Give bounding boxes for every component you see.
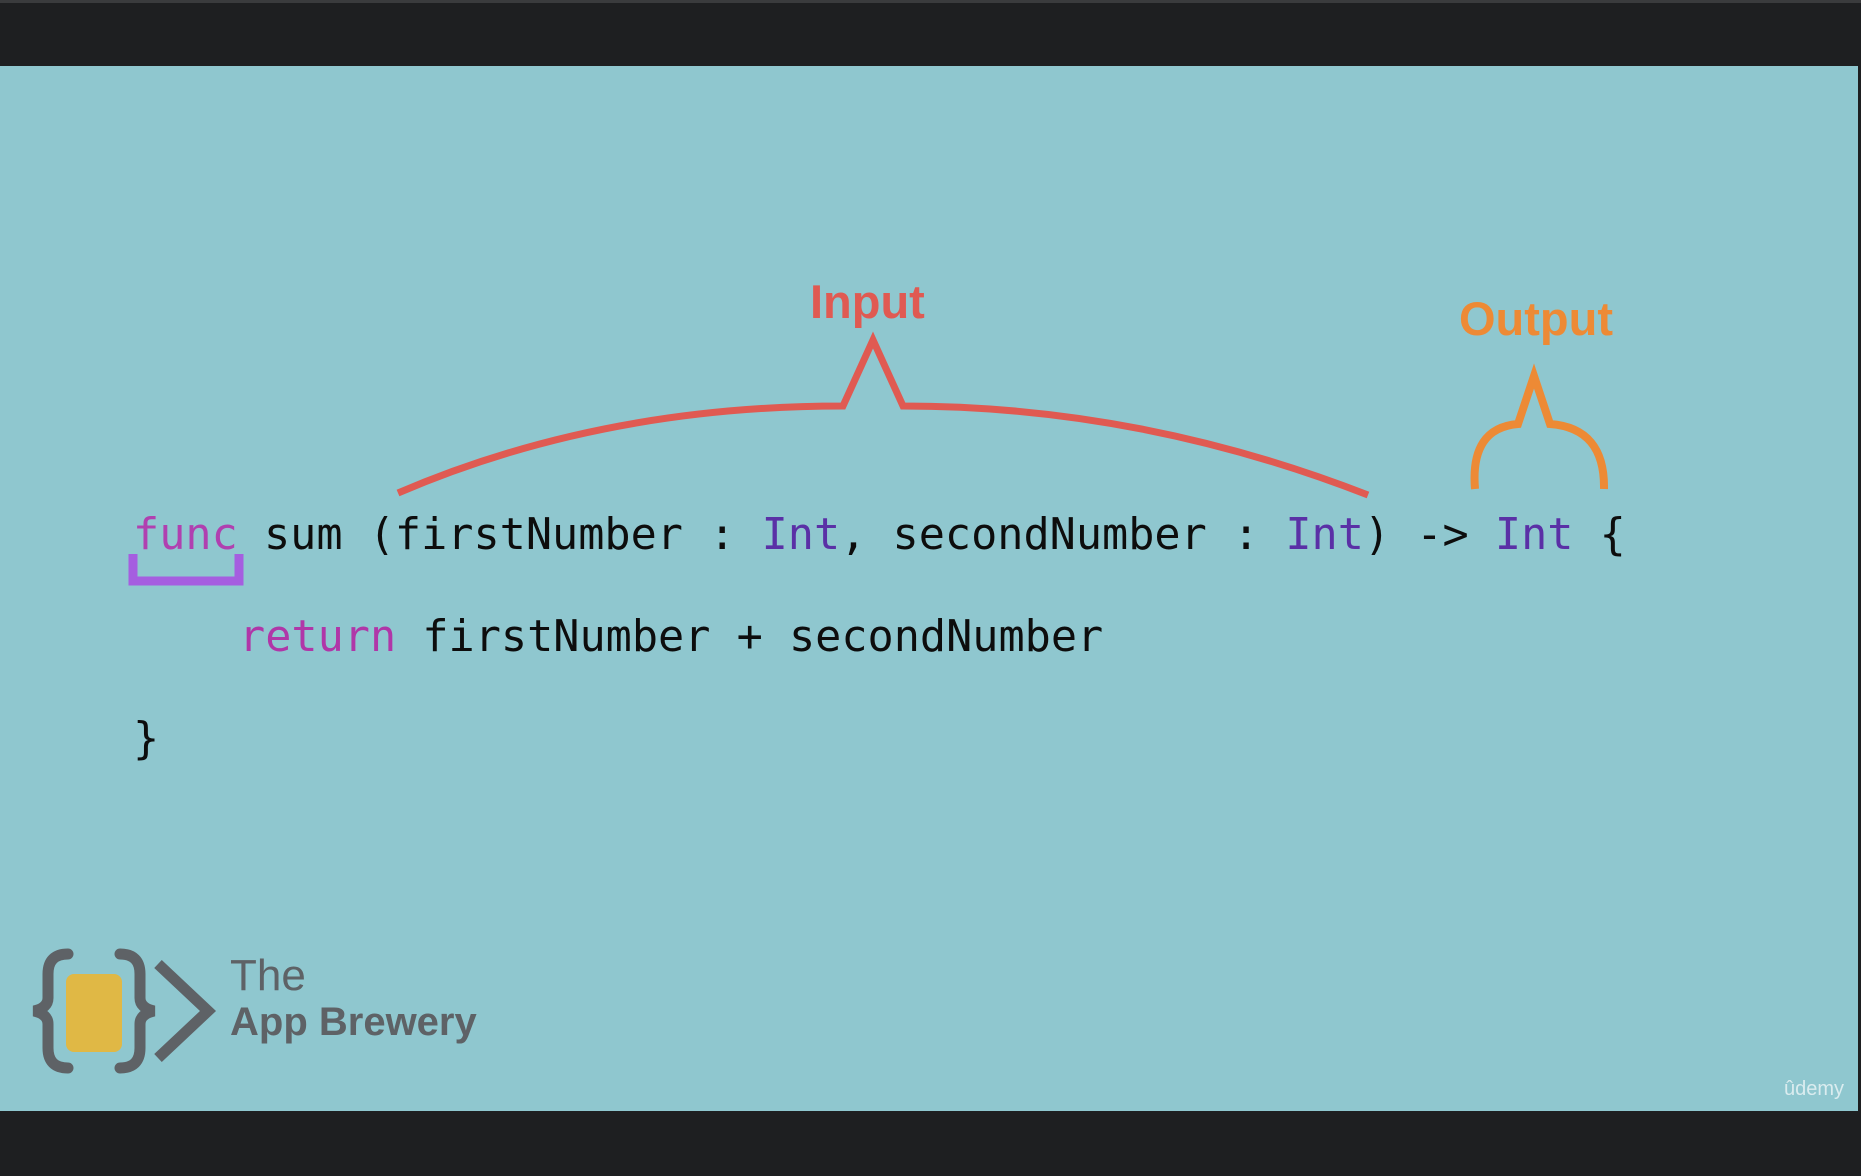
input-label: Input: [810, 275, 925, 328]
function-name-params: sum (firstNumber :: [237, 510, 762, 560]
return-type: Int: [1494, 510, 1574, 560]
param2-segment: , secondNumber :: [840, 510, 1286, 560]
code-line-close: }: [133, 717, 159, 762]
func-bracket-shape: [128, 554, 244, 586]
logo-text-the: The: [230, 951, 306, 1000]
param1-type: Int: [761, 510, 841, 560]
top-edge: [0, 0, 1861, 3]
annotation-layer: [128, 331, 1609, 586]
close-brace: }: [133, 714, 160, 764]
return-keyword: return: [239, 612, 397, 662]
code-line-return: return firstNumber + secondNumber: [239, 615, 1103, 660]
param2-type: Int: [1285, 510, 1364, 560]
udemy-watermark: ûdemy: [1783, 1078, 1844, 1100]
code-line-signature: func sum (firstNumber : Int, secondNumbe…: [133, 513, 1626, 558]
curly-braces-beer-icon: [32, 948, 217, 1074]
slide: Input Output func sum (firstNumber : Int…: [0, 66, 1858, 1111]
input-brace-shape: [396, 331, 1370, 499]
func-keyword: func: [133, 510, 238, 560]
return-expression: firstNumber + secondNumber: [396, 612, 1104, 662]
logo-text-brand: App Brewery: [230, 1000, 477, 1044]
output-label: Output: [1459, 292, 1613, 345]
output-brace-shape: [1470, 363, 1609, 490]
open-brace: {: [1573, 510, 1626, 560]
return-arrow: ) ->: [1363, 510, 1495, 560]
